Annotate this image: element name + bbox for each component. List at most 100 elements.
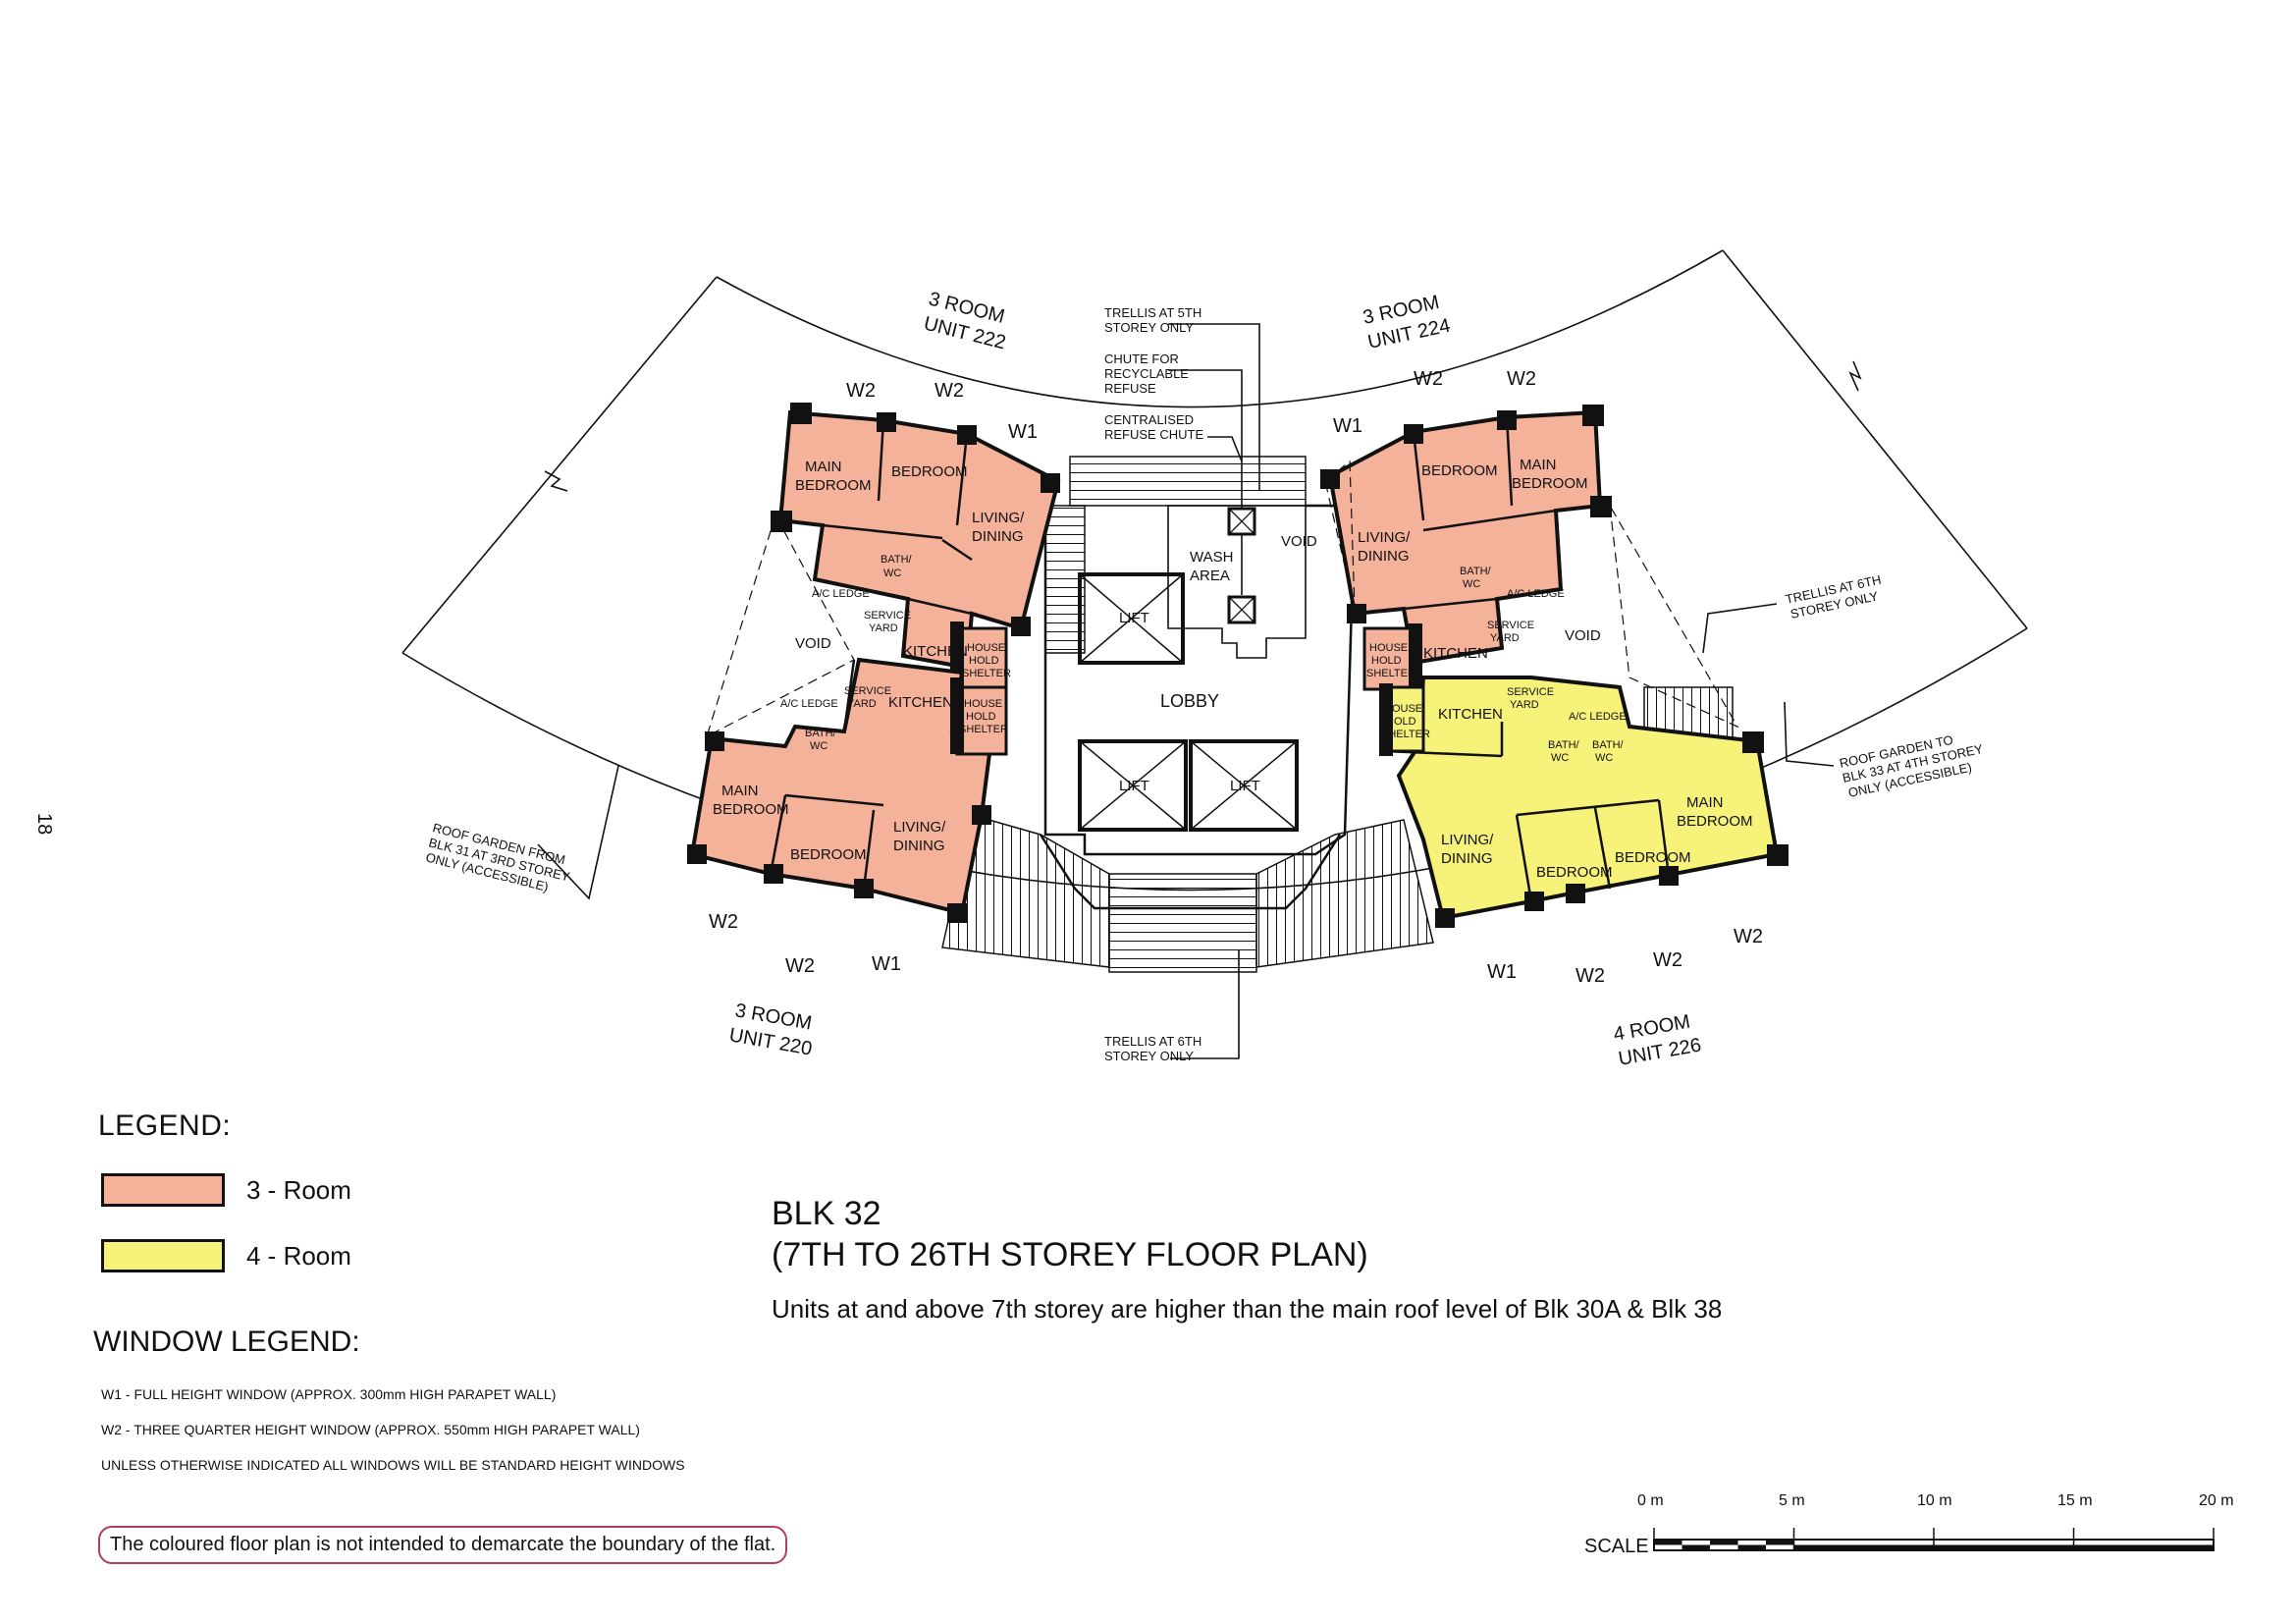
window-w2-222a: W2 bbox=[846, 380, 876, 402]
scale-bar-segment bbox=[1934, 1544, 2074, 1550]
u222-bedroom: BEDROOM bbox=[891, 463, 968, 480]
note-trellis5-1: TRELLIS AT 5TH bbox=[1104, 305, 1201, 320]
u226-bath-b-2: WC bbox=[1595, 752, 1613, 764]
site-boundary-top-arc bbox=[716, 249, 1724, 408]
block-note: Units at and above 7th storey are higher… bbox=[772, 1294, 1723, 1324]
void-left bbox=[705, 514, 855, 738]
lift-3 bbox=[1189, 739, 1299, 832]
scale-tick-10: 10 m bbox=[1917, 1492, 1952, 1509]
leader-roof-31 bbox=[537, 765, 619, 900]
u226-bath-b-1: BATH/ bbox=[1592, 739, 1625, 751]
u220-service-1: SERVICE bbox=[844, 685, 891, 697]
u224-living-1: LIVING/ bbox=[1358, 529, 1411, 546]
stair-bottom-left-fan bbox=[941, 814, 1110, 968]
lift-label-1: LIFT bbox=[1119, 610, 1149, 626]
scale-bar-segment-fine bbox=[1654, 1540, 1682, 1545]
leader-trellis-6th-bottom bbox=[1170, 950, 1240, 1059]
window-w2-222b: W2 bbox=[934, 380, 964, 402]
scale-bar bbox=[1653, 1528, 2215, 1551]
legend-swatch-3room bbox=[101, 1173, 225, 1207]
unit-226-plan bbox=[1379, 676, 1789, 928]
void-right bbox=[1609, 505, 1739, 729]
lift-1 bbox=[1078, 572, 1185, 665]
u220-main-bedroom-2: BEDROOM bbox=[713, 801, 789, 818]
u224-shelter-1: HOUSE bbox=[1369, 642, 1408, 654]
u220-main-bedroom-1: MAIN bbox=[721, 783, 759, 799]
u222-bath-1: BATH/ bbox=[881, 554, 913, 566]
u222-living-1: LIVING/ bbox=[972, 510, 1025, 526]
wash-area-label-2: AREA bbox=[1190, 568, 1230, 584]
break-mark-right bbox=[1848, 360, 1862, 392]
legend-item-4room: 4 - Room bbox=[101, 1239, 351, 1272]
u226-shelter-1: HOUSE bbox=[1384, 703, 1422, 715]
window-w2-226a: W2 bbox=[1575, 965, 1605, 987]
window-w2-224a: W2 bbox=[1414, 368, 1443, 390]
void-right-upper-label: VOID bbox=[1281, 533, 1317, 550]
legend-swatch-4room bbox=[101, 1239, 225, 1272]
u226-bath-a-1: BATH/ bbox=[1548, 739, 1580, 751]
note-trellis6b-2: STOREY ONLY bbox=[1104, 1049, 1194, 1063]
wash-area-label-1: WASH bbox=[1190, 549, 1233, 566]
stair-bottom bbox=[1108, 873, 1257, 973]
u224-service-1: SERVICE bbox=[1487, 620, 1534, 631]
u226-main-bedroom-1: MAIN bbox=[1686, 794, 1724, 811]
u220-service-2: YARD bbox=[847, 698, 877, 710]
scale-bar-segment-fine bbox=[1710, 1540, 1738, 1545]
u224-bath-1: BATH/ bbox=[1460, 566, 1492, 577]
stair-bottom-right-fan bbox=[1255, 819, 1434, 968]
block-subtitle: (7TH TO 26TH STOREY FLOOR PLAN) bbox=[772, 1236, 1368, 1273]
wash-area-outline bbox=[1167, 505, 1307, 659]
lobby-label: LOBBY bbox=[1160, 691, 1219, 711]
note-trellis6b-1: TRELLIS AT 6TH bbox=[1104, 1034, 1201, 1049]
void-right-upper bbox=[1324, 460, 1356, 610]
legend-title: LEGEND: bbox=[98, 1109, 232, 1142]
scale-bar-segment-fine bbox=[1737, 1544, 1766, 1550]
window-w2-226c: W2 bbox=[1734, 926, 1763, 947]
u226-kitchen: KITCHEN bbox=[1438, 706, 1503, 723]
u222-main-bedroom-2: BEDROOM bbox=[795, 477, 872, 494]
legend-label-4room: 4 - Room bbox=[246, 1240, 351, 1271]
window-w2-224b: W2 bbox=[1507, 368, 1536, 390]
u224-shelter-3: SHELTER bbox=[1366, 668, 1415, 679]
u226-living-2: DINING bbox=[1441, 850, 1493, 867]
scale-tick-0: 0 m bbox=[1637, 1492, 1664, 1509]
note-chute-1: CHUTE FOR bbox=[1104, 352, 1179, 366]
window-w1-224: W1 bbox=[1333, 415, 1362, 437]
scale-bar-segment bbox=[1793, 1544, 1934, 1550]
scale-tick-20: 20 m bbox=[2199, 1492, 2234, 1509]
u224-kitchen: KITCHEN bbox=[1423, 645, 1488, 662]
chute-box-bottom bbox=[1227, 595, 1256, 624]
scale-tick-15: 15 m bbox=[2057, 1492, 2093, 1509]
u224-main-bedroom-1: MAIN bbox=[1520, 457, 1557, 473]
u220-kitchen: KITCHEN bbox=[888, 694, 953, 711]
window-w2-220a: W2 bbox=[709, 911, 738, 933]
u220-bath-2: WC bbox=[810, 740, 828, 752]
u226-bath-a-2: WC bbox=[1551, 752, 1569, 764]
scale-bar-segment-fine bbox=[1682, 1544, 1710, 1550]
window-note-standard: UNLESS OTHERWISE INDICATED ALL WINDOWS W… bbox=[101, 1457, 685, 1473]
stair-top bbox=[1069, 456, 1307, 507]
leader-roof-33 bbox=[1784, 701, 1835, 767]
u220-living-2: DINING bbox=[893, 838, 945, 854]
u220-shelter-3: SHELTER bbox=[959, 724, 1008, 735]
window-legend-title: WINDOW LEGEND: bbox=[93, 1325, 360, 1358]
block-name: BLK 32 bbox=[772, 1195, 881, 1232]
u220-shelter-2: HOLD bbox=[966, 711, 996, 723]
u222-kitchen: KITCHEN bbox=[903, 643, 968, 660]
u222-shelter-3: SHELTER bbox=[962, 668, 1011, 679]
u222-main-bedroom-1: MAIN bbox=[805, 459, 842, 475]
u224-service-2: YARD bbox=[1490, 632, 1520, 644]
u226-main-bedroom-2: BEDROOM bbox=[1677, 813, 1753, 830]
note-refuse-2: REFUSE CHUTE bbox=[1104, 427, 1203, 442]
window-w1-220: W1 bbox=[872, 953, 901, 975]
u222-living-2: DINING bbox=[972, 528, 1024, 545]
site-boundary-left-edge bbox=[401, 276, 718, 654]
window-w1-226: W1 bbox=[1487, 961, 1517, 983]
legend-label-3room: 3 - Room bbox=[246, 1174, 351, 1205]
break-mark-left bbox=[544, 470, 568, 492]
scale-tick-5: 5 m bbox=[1779, 1492, 1805, 1509]
block-title: BLK 32 (7TH TO 26TH STOREY FLOOR PLAN) bbox=[772, 1193, 1368, 1275]
window-w2-226b: W2 bbox=[1653, 949, 1682, 971]
note-trellis5-2: STOREY ONLY bbox=[1104, 320, 1194, 335]
